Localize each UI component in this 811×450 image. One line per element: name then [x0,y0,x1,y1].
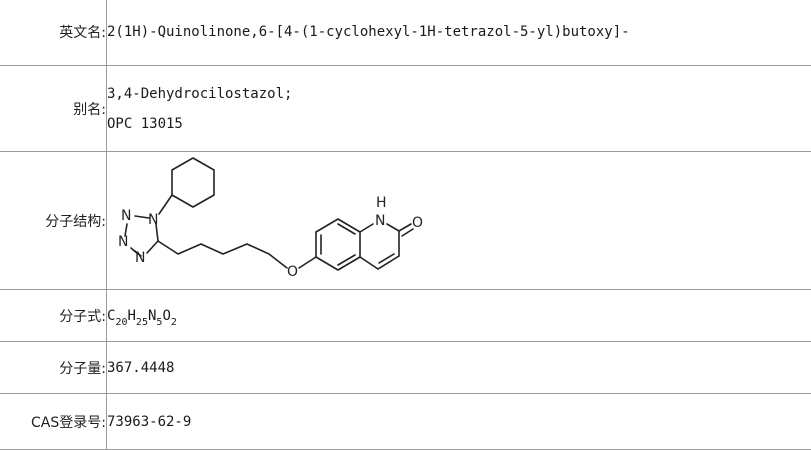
bond [360,257,378,269]
bond [159,195,172,214]
row-cas: CAS登录号: 73963-62-9 [0,394,811,450]
row-molecular-weight: 分子量: 367.4448 [0,342,811,394]
bond [299,257,316,268]
atom-label: H [376,195,387,211]
english-name-value: 2(1H)-Quinolinone,6-[4-(1-cyclohexyl-1H-… [107,0,811,66]
atom-label: O [412,215,423,231]
atom-label: N [135,250,145,266]
synonyms-label: 别名: [0,66,107,152]
atom-label: N [118,234,128,250]
bond [147,241,158,253]
bond [399,224,411,231]
atom-label: O [287,264,298,280]
row-structure: 分子结构: [0,152,811,290]
benzene-ring [316,219,360,270]
cas-label: CAS登录号: [0,394,107,450]
atom-label: N [375,213,385,229]
synonym-item: 3,4-Dehydrocilostazol; [107,79,811,109]
molecular-weight-value: 367.4448 [107,342,811,394]
formula-value: C20H25N5O2 [107,290,811,342]
bond [338,224,355,234]
bond [379,254,394,263]
row-synonyms: 别名: 3,4-Dehydrocilostazol; OPC 13015 [0,66,811,152]
english-name-label: 英文名: [0,0,107,66]
molecular-weight-label: 分子量: [0,342,107,394]
molecular-structure-diagram: N N N N H N O O [107,152,467,289]
bond [338,255,355,265]
cyclohexyl-ring [172,158,214,207]
structure-value: N N N N H N O O [107,152,811,290]
atom-label: N [148,212,158,228]
butyl-chain [158,241,287,268]
cas-value: 73963-62-9 [107,394,811,450]
synonym-item: OPC 13015 [107,109,811,139]
bond [387,224,399,231]
row-english-name: 英文名: 2(1H)-Quinolinone,6-[4-(1-cyclohexy… [0,0,811,66]
structure-label: 分子结构: [0,152,107,290]
synonyms-value: 3,4-Dehydrocilostazol; OPC 13015 [107,66,811,152]
atom-label: N [121,208,131,224]
formula-label: 分子式: [0,290,107,342]
bond [360,224,373,232]
bond [135,216,149,218]
row-formula: 分子式: C20H25N5O2 [0,290,811,342]
